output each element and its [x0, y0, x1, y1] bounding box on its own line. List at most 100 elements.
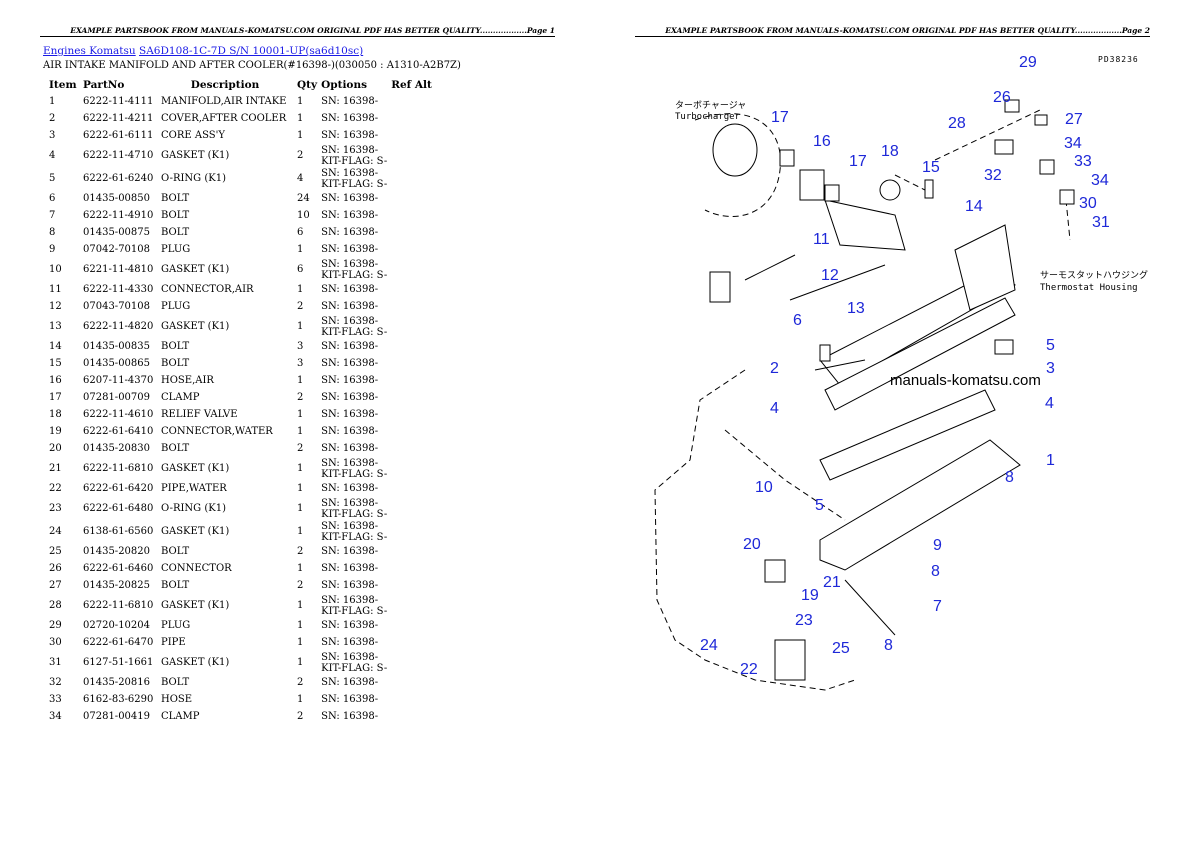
breadcrumb-link-engines[interactable]: Engines Komatsu [43, 45, 136, 57]
cell-options: SN: 16398-KIT-FLAG: S- [319, 258, 389, 281]
cell-ref-alt [389, 144, 434, 167]
cell-qty: 3 [297, 341, 304, 352]
callout-23: 23 [795, 612, 813, 629]
breadcrumb-link-model[interactable]: SA6D108-1C-7D S/N 10001-UP(sa6d10sc) [139, 45, 364, 57]
cell-qty: 1 [297, 600, 304, 611]
option-kit-flag: KIT-FLAG: S- [321, 662, 388, 674]
cell-ref-alt [389, 110, 434, 127]
col-header-qty: Qty [297, 78, 318, 91]
section-title: AIR INTAKE MANIFOLD AND AFTER COOLER(#16… [43, 60, 461, 71]
option-serial: SN: 16398- [321, 546, 379, 557]
cell-partno: 6222-11-4610 [83, 409, 154, 420]
cell-qty: 1 [297, 426, 304, 437]
col-header-partno: PartNo [83, 78, 125, 91]
cell-ref-alt [389, 389, 434, 406]
callout-22: 22 [740, 661, 758, 678]
callout-3: 3 [1046, 360, 1055, 377]
cell-item: 10 [49, 264, 62, 275]
cell-partno: 07281-00419 [83, 711, 151, 722]
option-kit-flag: KIT-FLAG: S- [321, 178, 388, 190]
cell-description: GASKET (K1) [161, 321, 230, 332]
cell-description: MANIFOLD,AIR INTAKE [161, 96, 287, 107]
callout-9: 9 [933, 537, 942, 554]
cell-description: BOLT [161, 580, 190, 591]
cell-ref-alt [389, 617, 434, 634]
callout-15: 15 [922, 159, 940, 176]
option-serial: SN: 16398- [321, 144, 379, 156]
cell-item: 2 [49, 113, 56, 124]
cell-ref-alt [389, 406, 434, 423]
cell-options: SN: 16398-KIT-FLAG: S- [319, 167, 389, 190]
cell-qty: 2 [297, 392, 304, 403]
cell-item: 31 [49, 657, 62, 668]
cell-item: 24 [49, 526, 62, 537]
cell-description: BOLT [161, 358, 190, 369]
cell-partno: 6222-61-6470 [83, 637, 154, 648]
cell-options: SN: 16398- [319, 406, 389, 423]
cell-ref-alt [389, 93, 434, 110]
cell-ref-alt [389, 190, 434, 207]
cell-item: 27 [49, 580, 62, 591]
thermostat-label-jp: サーモスタットハウジング [1040, 269, 1148, 281]
cell-qty: 1 [297, 694, 304, 705]
callout-19: 19 [801, 587, 819, 604]
cell-partno: 6162-83-6290 [83, 694, 154, 705]
col-header-ref-alt: Ref Alt [391, 78, 432, 91]
cell-partno: 6222-11-4710 [83, 150, 154, 161]
cell-options: SN: 16398- [319, 372, 389, 389]
option-kit-flag: KIT-FLAG: S- [321, 326, 388, 338]
cell-item: 15 [49, 358, 62, 369]
cell-options: SN: 16398-KIT-FLAG: S- [319, 594, 389, 617]
cell-description: GASKET (K1) [161, 150, 230, 161]
option-serial: SN: 16398- [321, 167, 379, 179]
thermostat-label-en: Thermostat Housing [1040, 283, 1138, 293]
option-serial: SN: 16398- [321, 96, 379, 107]
callout-32: 32 [984, 167, 1002, 184]
option-serial: SN: 16398- [321, 711, 379, 722]
cell-ref-alt [389, 520, 434, 543]
callout-28: 28 [948, 115, 966, 132]
callout-8c: 8 [884, 637, 893, 654]
cell-item: 14 [49, 341, 62, 352]
callout-5b: 5 [815, 497, 824, 514]
cell-options: SN: 16398-KIT-FLAG: S- [319, 651, 389, 674]
callout-26: 26 [993, 89, 1011, 106]
callout-7: 7 [933, 598, 942, 615]
cell-item: 23 [49, 503, 62, 514]
option-serial: SN: 16398- [321, 375, 379, 386]
cell-qty: 6 [297, 264, 304, 275]
cell-item: 19 [49, 426, 62, 437]
cell-qty: 1 [297, 463, 304, 474]
cell-qty: 1 [297, 321, 304, 332]
cell-partno: 6222-11-4330 [83, 284, 154, 295]
callout-11: 11 [813, 231, 830, 248]
cell-partno: 01435-20830 [83, 443, 151, 454]
cell-ref-alt [389, 281, 434, 298]
cell-options: SN: 16398- [319, 617, 389, 634]
cell-qty: 6 [297, 227, 304, 238]
callout-14: 14 [965, 198, 983, 215]
cell-qty: 2 [297, 711, 304, 722]
cell-options: SN: 16398- [319, 577, 389, 594]
cell-description: BOLT [161, 210, 190, 221]
callout-10: 10 [755, 479, 773, 496]
callout-31: 31 [1092, 214, 1110, 231]
callout-34b: 34 [1091, 172, 1109, 189]
cell-ref-alt [389, 691, 434, 708]
cell-options: SN: 16398- [319, 207, 389, 224]
cell-partno: 01435-20825 [83, 580, 151, 591]
cell-options: SN: 16398-KIT-FLAG: S- [319, 144, 389, 167]
cell-qty: 3 [297, 358, 304, 369]
